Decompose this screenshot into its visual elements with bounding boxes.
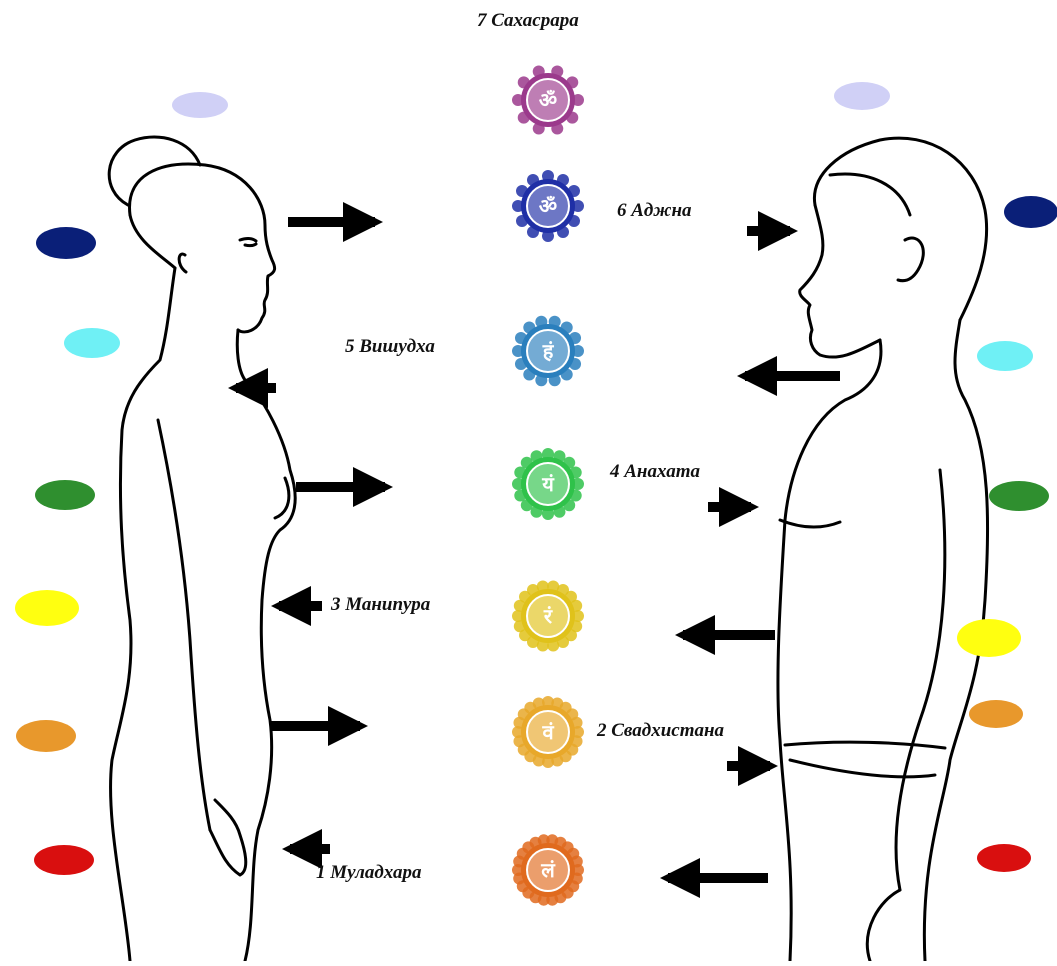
label-anahata: 4 Анахата: [610, 461, 700, 483]
swatch-right-2: [969, 700, 1023, 728]
svg-text:ॐ: ॐ: [539, 194, 557, 218]
sahasrara-icon: ॐ: [512, 65, 584, 134]
svg-text:वं: वं: [541, 720, 554, 744]
woman-figure: [109, 137, 295, 961]
chakra-symbols: ॐ ॐ हं यं रं वं लं: [512, 65, 584, 905]
swatch-left-5: [64, 328, 120, 358]
ajna-icon: ॐ: [512, 170, 584, 242]
swatch-left-2: [16, 720, 76, 752]
svg-text:लं: लं: [540, 858, 556, 882]
swatch-right-4: [989, 481, 1049, 511]
swatch-left-1: [34, 845, 94, 875]
swatch-right-3: [957, 619, 1021, 657]
man-figure: [778, 138, 988, 961]
anahata-icon: यं: [512, 448, 584, 520]
swatch-right-1: [977, 844, 1031, 872]
manipura-icon: रं: [512, 580, 584, 651]
svg-text:ॐ: ॐ: [539, 88, 557, 112]
svg-text:हं: हं: [542, 339, 555, 363]
svadhisthana-icon: वं: [512, 696, 584, 768]
label-sahasrara: 7 Сахасрара: [477, 10, 579, 32]
swatch-right-6: [1004, 196, 1057, 228]
muladhara-icon: लं: [512, 834, 584, 905]
label-ajna: 6 Аджна: [617, 200, 692, 222]
swatch-left-3: [15, 590, 79, 626]
vishuddha-icon: हं: [512, 316, 584, 386]
swatch-right-7: [834, 82, 890, 110]
swatch-left-4: [35, 480, 95, 510]
label-vishuddha: 5 Вишудха: [345, 336, 435, 358]
swatch-left-6: [36, 227, 96, 259]
svg-text:रं: रं: [543, 604, 553, 628]
label-muladhara: 1 Муладхара: [316, 862, 422, 884]
label-manipura: 3 Манипура: [331, 594, 430, 616]
label-svadhisthana: 2 Свадхистана: [597, 720, 724, 742]
swatch-left-7: [172, 92, 228, 118]
swatch-right-5: [977, 341, 1033, 371]
svg-text:यं: यं: [541, 472, 555, 496]
